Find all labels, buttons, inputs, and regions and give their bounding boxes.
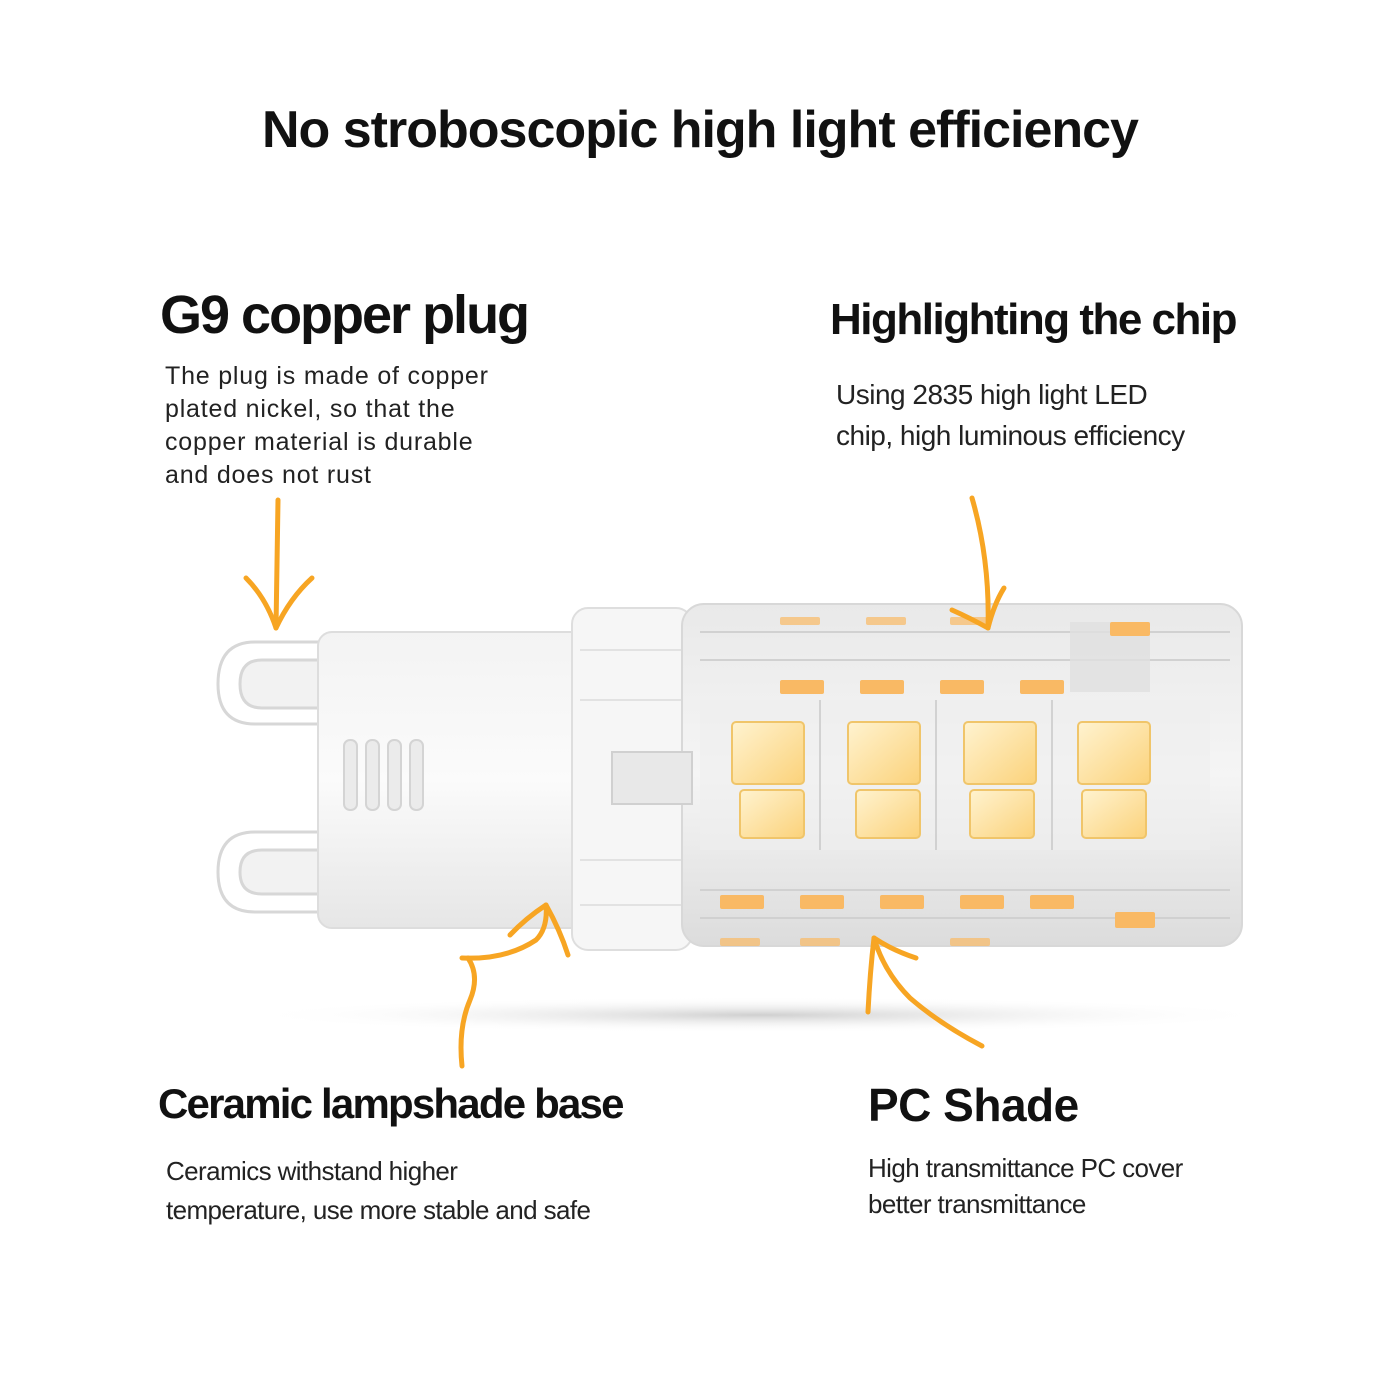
plug-description-line: copper material is durable (165, 428, 474, 456)
ceramic-description: Ceramics withstand higher temperature, u… (166, 1152, 591, 1230)
plug-description-line: plated nickel, so that the (165, 395, 456, 423)
plug-description-line: The plug is made of copper (165, 362, 489, 390)
arrow-to-plug-icon (243, 497, 315, 631)
plug-heading: G9 copper plug (160, 285, 530, 345)
pc-shade-description-line: High transmittance PC cover (868, 1153, 1183, 1183)
pc-shade-description: High transmittance PC cover better trans… (868, 1150, 1183, 1222)
arrow-to-shade-icon (865, 935, 985, 1049)
chip-description-line: Using 2835 high light LED (836, 379, 1148, 410)
arrow-to-chip-icon (949, 495, 1007, 631)
ceramic-heading: Ceramic lampshade base (158, 1080, 624, 1127)
chip-heading: Highlighting the chip (830, 295, 1238, 344)
chip-description-line: chip, high luminous efficiency (836, 420, 1185, 451)
ceramic-description-line: temperature, use more stable and safe (166, 1195, 591, 1225)
plug-description: The plug is made of copper plated nickel… (165, 360, 489, 492)
page-title: No stroboscopic high light efficiency (262, 101, 1139, 159)
plug-description-line: and does not rust (165, 461, 372, 489)
pc-shade-heading: PC Shade (868, 1079, 1079, 1131)
ceramic-description-line: Ceramics withstand higher (166, 1156, 458, 1186)
pc-shade-description-line: better transmittance (868, 1189, 1086, 1219)
chip-description: Using 2835 high light LED chip, high lum… (836, 374, 1185, 456)
floor-shadow (240, 997, 1280, 1033)
copper-pins (216, 640, 330, 914)
led-chip-small (720, 617, 1155, 946)
arrow-to-ceramic-icon (458, 902, 571, 1069)
led-chip (731, 721, 1151, 839)
